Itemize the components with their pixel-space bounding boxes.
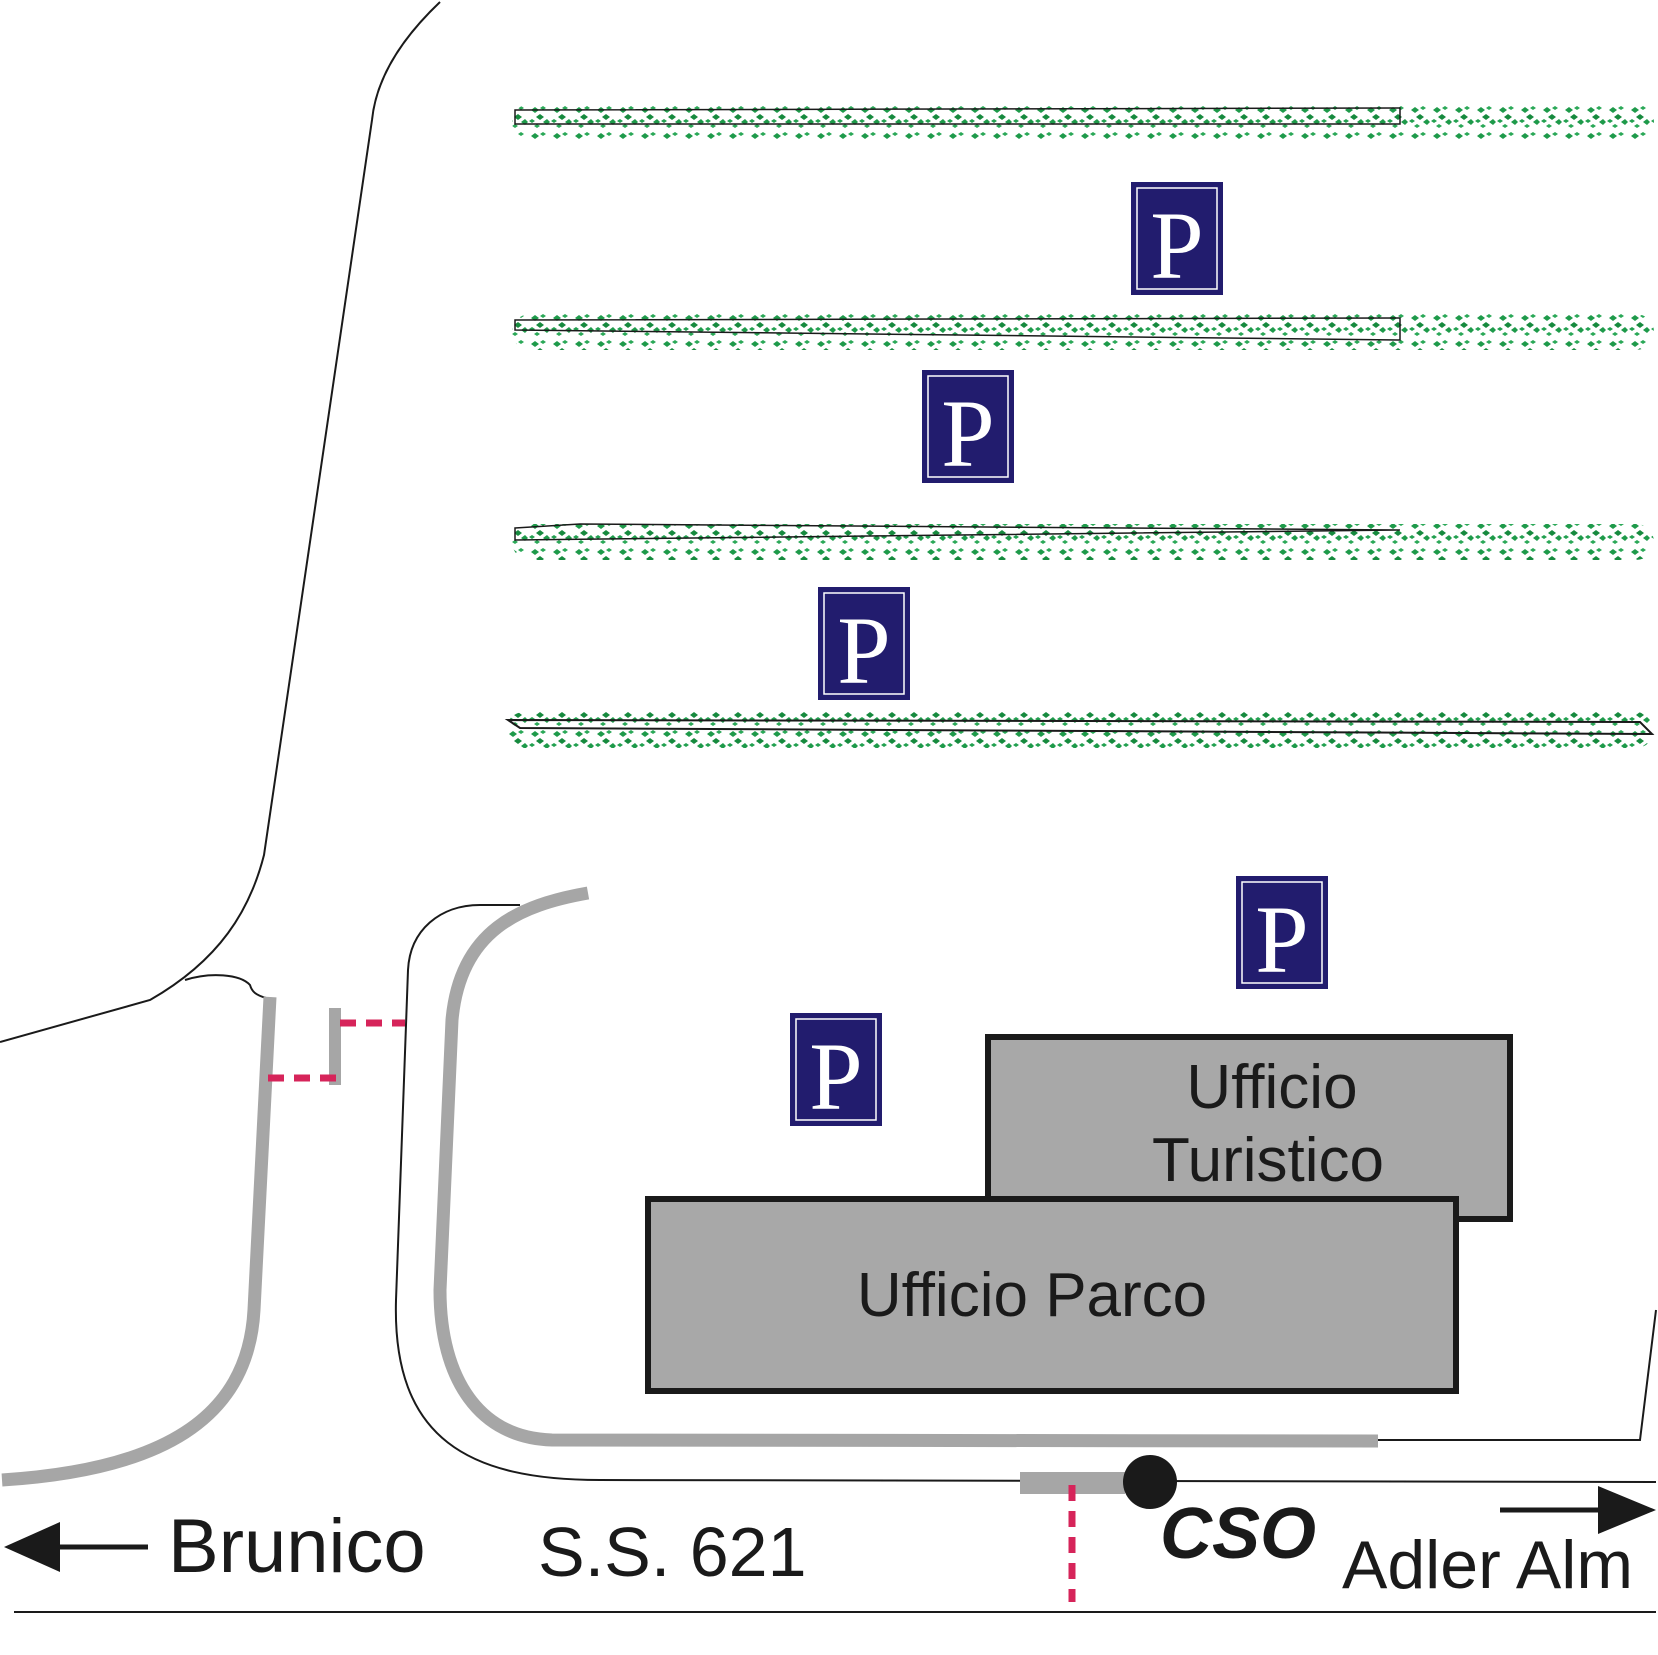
parking-sign-2: P [922,370,1014,487]
cso-marker [1123,1455,1177,1509]
parking-sign-1: P [1131,182,1223,299]
parking-sign-4: P [1236,876,1328,993]
destination-right: Adler Alm [1342,1527,1633,1603]
parking-label: P [1255,886,1308,993]
parking-label: P [941,380,994,487]
right-boundary-line [1378,1309,1657,1441]
footpath-curve [433,886,1379,1448]
parking-sign-5: P [790,1013,882,1130]
inner-boundary-line [394,904,1657,1483]
parking-label: P [809,1023,862,1130]
hedge-row-1 [512,104,1654,140]
building-ufficio-parco: Ufficio Parco [645,1196,1459,1394]
property-boundary-notch [184,974,267,999]
footpath-left [1,996,277,1487]
parking-label: P [1150,192,1203,299]
building-label: Ufficio Parco [857,1261,1207,1330]
building-label-line-1: Ufficio [1186,1053,1357,1122]
property-boundary-line [0,1,441,1043]
parking-sign-3: P [818,587,910,704]
building-label-line-2: Turistico [1152,1126,1384,1195]
building-ufficio-turistico: Ufficio Turistico [985,1034,1513,1222]
cso-label: CSO [1160,1494,1316,1574]
hedge-row-3 [512,523,1654,560]
hedge-row-2 [512,314,1654,350]
destination-left: Brunico [168,1504,426,1589]
arrow-right-icon [1500,1486,1656,1534]
hedge-row-4 [504,712,1655,748]
road-name: S.S. 621 [538,1513,807,1591]
arrow-left-icon [4,1522,148,1572]
parking-label: P [837,597,890,704]
